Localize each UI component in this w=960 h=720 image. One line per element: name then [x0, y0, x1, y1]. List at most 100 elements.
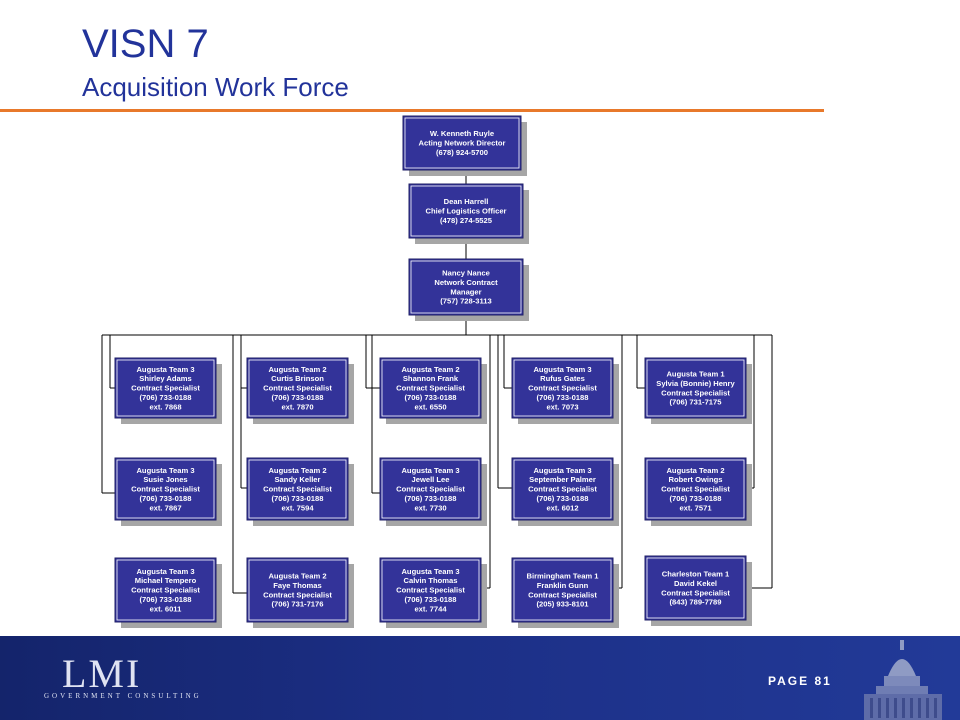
box-body: [246, 557, 349, 623]
box-text-line: Contract Specialist: [263, 384, 332, 393]
box-text-line: ext. 7744: [414, 604, 447, 613]
box-inner-border: [513, 359, 612, 417]
box-body: [379, 357, 482, 419]
box-text-line: (706) 733-0188: [670, 494, 722, 503]
box-text-line: (706) 733-0188: [272, 393, 324, 402]
box-text-line: (706) 731-7176: [272, 600, 324, 609]
box-inner-border: [404, 117, 520, 169]
box-text-line: (843) 789-7789: [670, 598, 722, 607]
box-text-line: Contract Specialist: [661, 588, 730, 597]
box-inner-border: [646, 359, 745, 417]
box-text-line: ext. 7073: [546, 402, 578, 411]
box-text-line: Robert Owings: [668, 475, 722, 484]
box-text-line: Augusta Team 2: [666, 466, 724, 475]
box-text-line: (706) 733-0188: [140, 595, 192, 604]
box-text-line: Franklin Gunn: [537, 581, 589, 590]
box-text-line: ext. 7594: [281, 503, 314, 512]
box-text-line: Augusta Team 2: [268, 466, 326, 475]
box-body: [408, 183, 524, 239]
box-text-line: Calvin Thomas: [403, 576, 457, 585]
box-text-line: Network Contract: [434, 278, 498, 287]
box-text-line: (706) 733-0188: [405, 393, 457, 402]
box-text-line: Manager: [450, 287, 481, 296]
box-body: [379, 557, 482, 623]
box-inner-border: [248, 459, 347, 519]
box-text-line: (706) 733-0188: [405, 494, 457, 503]
box-text-line: Augusta Team 3: [533, 466, 591, 475]
box-inner-border: [381, 359, 480, 417]
box-text-line: Contract Specialist: [661, 388, 730, 397]
box-text-line: Sylvia (Bonnie) Henry: [656, 379, 735, 388]
box-text-line: (706) 733-0188: [140, 393, 192, 402]
box-text-line: (706) 733-0188: [537, 494, 589, 503]
slide-subtitle: Acquisition Work Force: [82, 72, 349, 102]
box-text-line: Augusta Team 3: [136, 567, 194, 576]
box-text-line: Augusta Team 3: [136, 365, 194, 374]
box-text-line: ext. 6012: [546, 503, 578, 512]
box-text-line: Contract Specialist: [131, 485, 200, 494]
box-text-line: (205) 933-8101: [537, 600, 590, 609]
box-body: [114, 457, 217, 521]
box-text-line: Contract Specialist: [263, 485, 332, 494]
box-text-line: ext. 7571: [679, 503, 712, 512]
box-body: [379, 457, 482, 521]
box-text-line: (706) 733-0188: [140, 494, 192, 503]
box-inner-border: [381, 559, 480, 621]
box-text-line: Shirley Adams: [139, 374, 191, 383]
box-inner-border: [646, 459, 745, 519]
box-inner-border: [513, 559, 612, 621]
slide-title: VISN 7: [82, 22, 209, 66]
box-text-line: Contract Specialist: [131, 586, 200, 595]
capitol-dome-icon: [864, 640, 942, 720]
box-text-line: (678) 924-5700: [436, 148, 488, 157]
box-text-line: Augusta Team 3: [401, 567, 459, 576]
box-text-line: ext. 6011: [150, 604, 182, 613]
box-text-line: (706) 733-0188: [405, 595, 457, 604]
box-text-line: Augusta Team 1: [666, 370, 725, 379]
box-text-line: Augusta Team 3: [136, 466, 194, 475]
box-body: [402, 115, 522, 171]
box-text-line: Birmingham Team 1: [526, 572, 599, 581]
page-number: PAGE 81: [768, 674, 832, 688]
box-body: [511, 457, 614, 521]
box-inner-border: [410, 185, 522, 237]
box-text-line: Susie Jones: [143, 475, 187, 484]
box-body: [246, 457, 349, 521]
lmi-logo-tagline: GOVERNMENT CONSULTING: [44, 692, 202, 700]
box-text-line: ext. 6550: [414, 402, 446, 411]
box-inner-border: [248, 559, 347, 621]
box-inner-border: [116, 359, 215, 417]
box-text-line: Contract Specialist: [396, 485, 465, 494]
box-text-line: ext. 7867: [149, 503, 181, 512]
box-text-line: ext. 7868: [149, 402, 181, 411]
box-text-line: Charleston Team 1: [662, 570, 730, 579]
box-text-line: Nancy Nance: [442, 269, 490, 278]
box-inner-border: [116, 459, 215, 519]
box-text-line: Contract Specialist: [263, 590, 332, 599]
box-text-line: Augusta Team 2: [268, 365, 326, 374]
box-body: [644, 357, 747, 419]
box-text-line: Contract Specialist: [528, 590, 597, 599]
box-text-line: Curtis Brinson: [271, 374, 324, 383]
box-text-line: (706) 731-7175: [670, 398, 723, 407]
box-text-line: Shannon Frank: [403, 374, 459, 383]
box-body: [246, 357, 349, 419]
box-text-line: Augusta Team 2: [268, 572, 326, 581]
box-body: [644, 457, 747, 521]
footer-bar: [0, 636, 960, 720]
box-text-line: Chief Logistics Officer: [425, 207, 506, 216]
box-body: [644, 555, 747, 621]
